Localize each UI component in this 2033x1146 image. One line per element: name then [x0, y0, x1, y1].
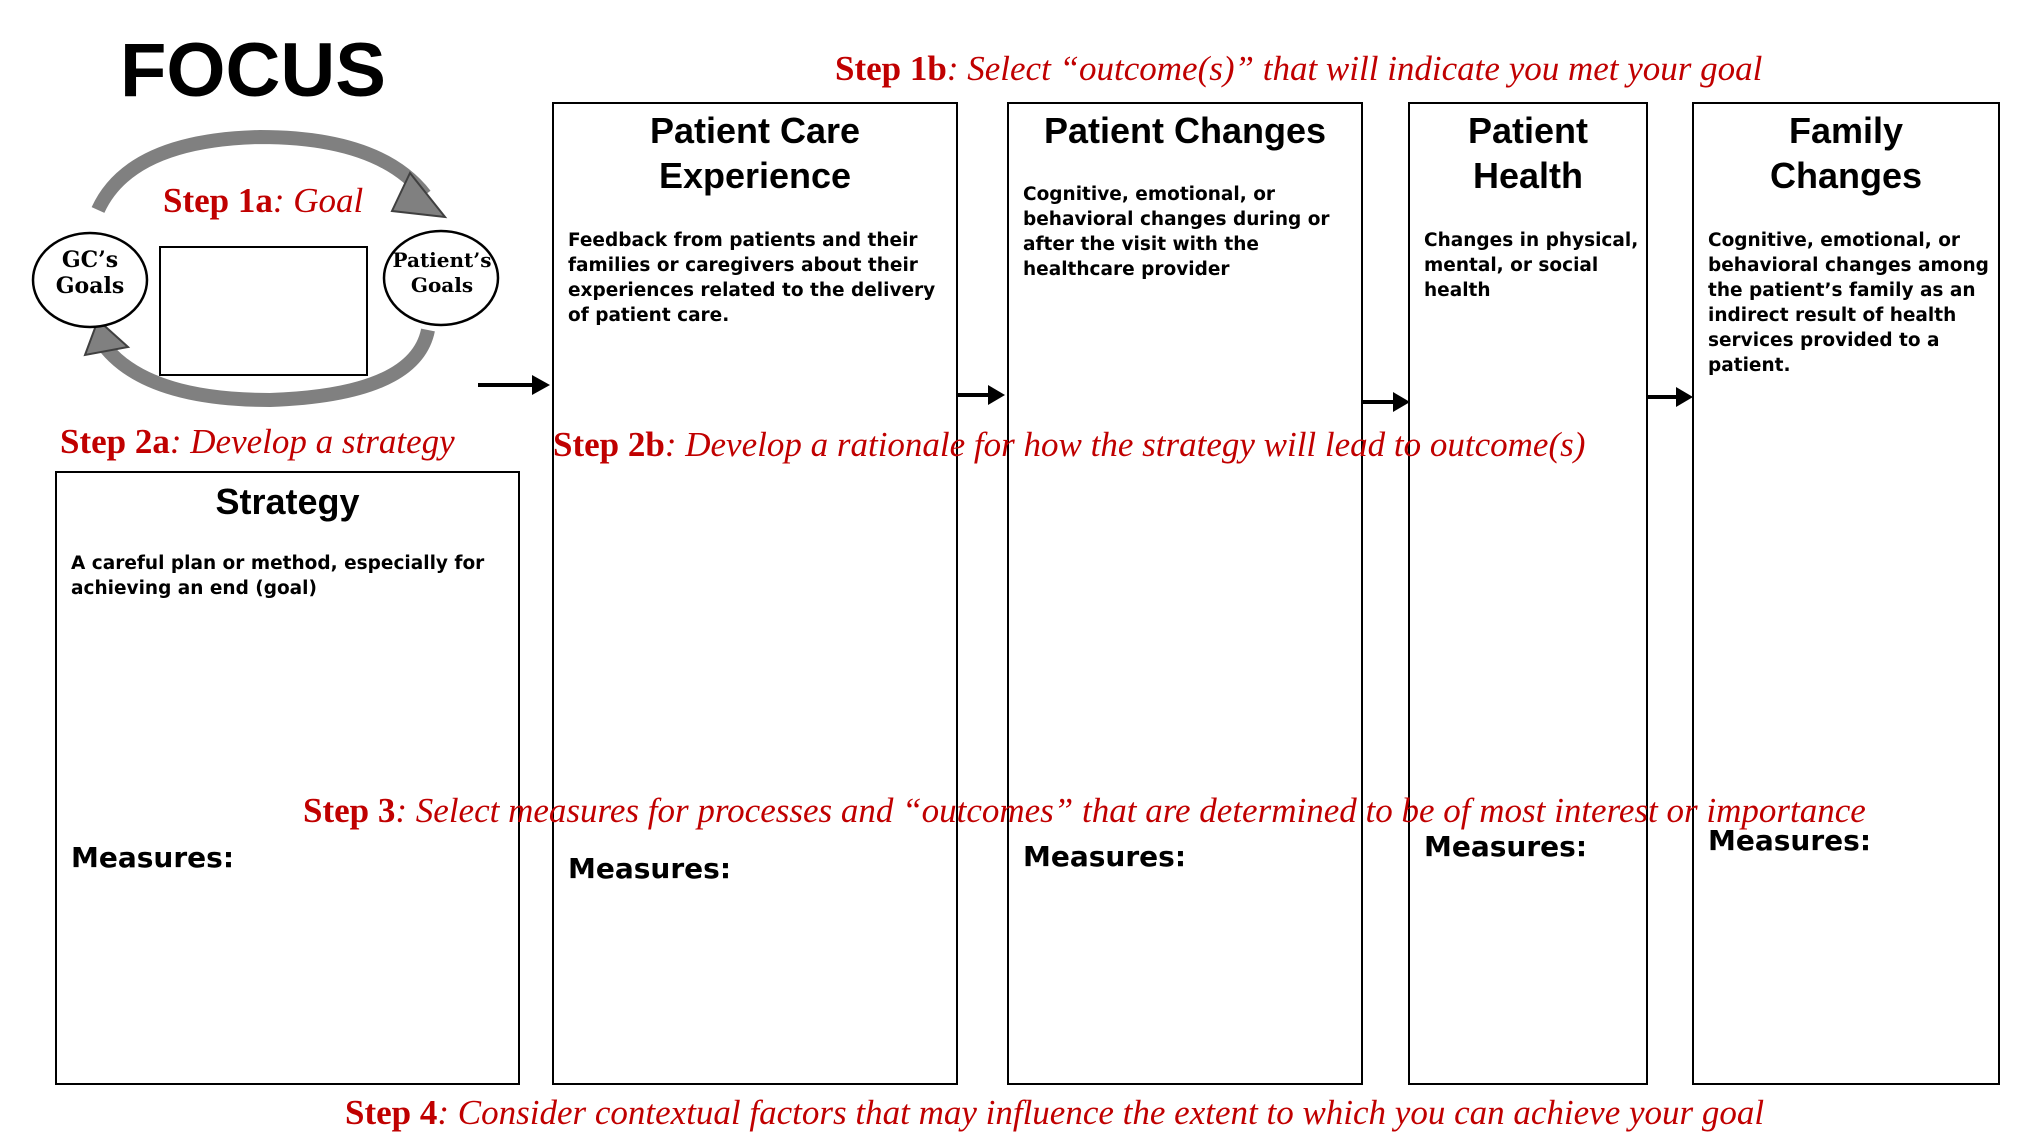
step-2a-text: : Develop a strategy — [169, 422, 455, 461]
step-2b-label: Step 2b — [553, 425, 665, 464]
cycle-arrow-bottom — [94, 328, 435, 408]
patient-health-box: Patient Health Changes in physical, ment… — [1408, 102, 1648, 1085]
patient-care-box: Patient Care Experience Feedback from pa… — [552, 102, 958, 1085]
step-1b: Step 1b: Select “outcome(s)” that will i… — [835, 48, 1762, 90]
goal-box — [159, 246, 368, 376]
patient-health-measures: Measures: — [1424, 830, 1588, 863]
family-changes-measures: Measures: — [1708, 824, 1872, 857]
step-2b: Step 2b: Develop a rationale for how the… — [553, 424, 1585, 466]
patient-care-desc: Feedback from patients and their familie… — [568, 230, 936, 326]
patient-changes-desc: Cognitive, emotional, or behavioral chan… — [1023, 184, 1330, 280]
page-title: FOCUS — [120, 28, 386, 113]
strategy-desc: A careful plan or method, especially for… — [71, 553, 485, 599]
step-2a-label: Step 2a — [60, 422, 170, 461]
step-3: Step 3: Select measures for processes an… — [303, 790, 1866, 832]
patient-changes-measures: Measures: — [1023, 840, 1187, 873]
step-1a-label: Step 1a — [163, 181, 273, 220]
strategy-measures: Measures: — [71, 841, 235, 874]
patient-care-measures: Measures: — [568, 852, 732, 885]
patient-goals-label: Patient’s Goals — [392, 248, 492, 297]
patient-health-desc: Changes in physical, mental, or social h… — [1424, 230, 1639, 301]
gc-goals-circle — [31, 231, 149, 329]
patient-changes-title: Patient Changes — [1043, 110, 1327, 151]
step-1b-text: : Select “outcome(s)” that will indicate… — [946, 49, 1763, 88]
step-4-text: : Consider contextual factors that may i… — [437, 1093, 1765, 1132]
patient-health-title: Patient Health — [1467, 110, 1589, 196]
family-changes-box: Family Changes Cognitive, emotional, or … — [1692, 102, 2000, 1085]
step-3-label: Step 3 — [303, 791, 396, 830]
arrow-right-4 — [1648, 387, 1693, 407]
strategy-box: Strategy A careful plan or method, espec… — [55, 471, 520, 1085]
step-4-label: Step 4 — [345, 1093, 438, 1132]
step-2b-text: : Develop a rationale for how the strate… — [664, 425, 1586, 464]
gc-goals-label: GC’s Goals — [55, 247, 125, 299]
arrow-right-2 — [958, 385, 1005, 405]
step-2a: Step 2a: Develop a strategy — [60, 421, 455, 463]
arrow-right-3 — [1363, 392, 1410, 412]
strategy-title: Strategy — [215, 481, 360, 522]
step-1a-text: : Goal — [272, 181, 364, 220]
arrow-right-1 — [478, 375, 550, 395]
step-1a: Step 1a: Goal — [163, 180, 363, 222]
patient-changes-box: Patient Changes Cognitive, emotional, or… — [1007, 102, 1363, 1085]
family-changes-desc: Cognitive, emotional, or behavioral chan… — [1708, 230, 1989, 376]
patient-care-title: Patient Care Experience — [649, 110, 861, 196]
cycle-arrow-top — [91, 129, 431, 214]
step-3-text: : Select measures for processes and “out… — [395, 791, 1866, 830]
patient-goals-circle — [382, 229, 500, 327]
step-1b-label: Step 1b — [835, 49, 947, 88]
goal-cycle-diagram — [31, 129, 500, 408]
family-changes-title: Family Changes — [1769, 110, 1923, 196]
step-4: Step 4: Consider contextual factors that… — [345, 1092, 1764, 1134]
